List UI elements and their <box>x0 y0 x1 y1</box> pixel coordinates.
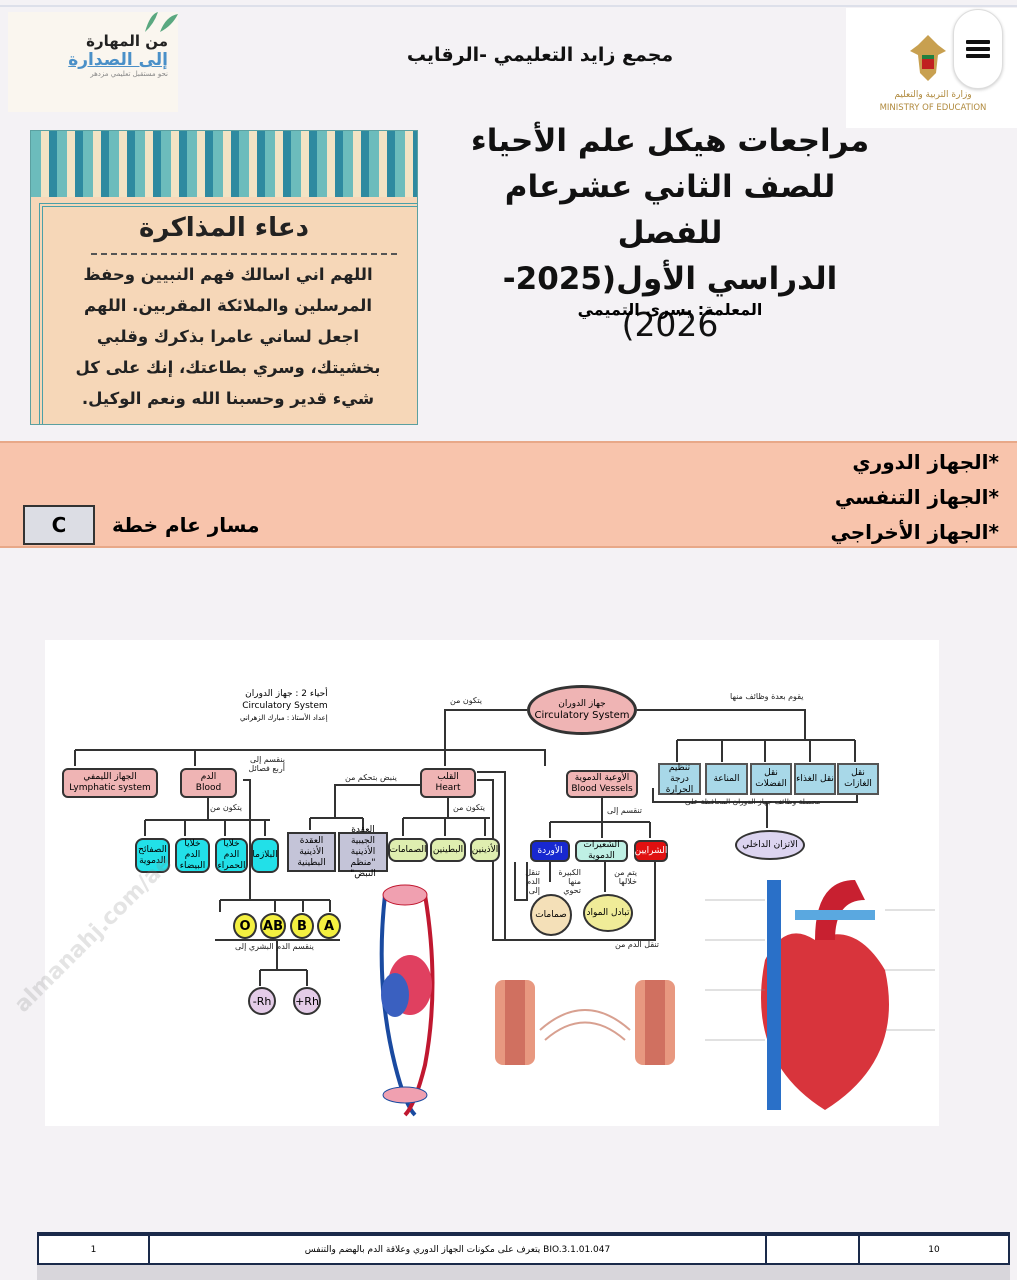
valves-node: صمامات <box>530 894 572 936</box>
unit-item: *الجهاز الدوري <box>852 450 999 474</box>
blood-type: B <box>290 913 314 939</box>
blood-type: A <box>317 913 341 939</box>
function-box: نقل الفضلات <box>750 763 792 795</box>
rh-factor: Rh+ <box>293 987 321 1015</box>
study-prayer-card: دعاء المذاكرة اللهم اني اسالك فهم النبيي… <box>30 130 418 425</box>
unit-item: *الجهاز الأخراجي <box>830 520 999 544</box>
table-next-row <box>37 1265 1010 1280</box>
outcome-table-row: 1 BIO.3.1.01.047 يتعرف على مكونات الجهاز… <box>37 1232 1010 1265</box>
heart-part: البطينين <box>430 838 466 862</box>
heart-part: الصمامات <box>388 838 428 862</box>
blood-vessels-illustration <box>495 980 675 1065</box>
veins-node: الأوردة <box>530 840 570 862</box>
units-band <box>0 441 1017 548</box>
function-box: المناعة <box>705 763 748 795</box>
blood-part: خلايا الدم البيضاء <box>175 838 210 873</box>
cell-number: 10 <box>928 1244 940 1255</box>
capillaries-node: الشعيرات الدموية <box>575 840 628 862</box>
cell-empty <box>767 1236 860 1263</box>
cell-outcome: BIO.3.1.01.047 يتعرف على مكونات الجهاز ا… <box>150 1236 767 1263</box>
school-slogan-logo: من المهارة إلى الصدارة نحو مستقبل تعليمي… <box>8 12 178 112</box>
top-divider <box>0 5 1017 7</box>
homeostasis-node: الاتزان الداخلي <box>735 830 805 860</box>
blood-part: البلازما <box>251 838 279 873</box>
function-box: نقل الغازات <box>837 763 879 795</box>
teacher-name: المعلمة: يسرى التميمي <box>577 300 763 319</box>
exchange-node: تبادل المواد <box>583 894 633 932</box>
cell-count: 1 <box>39 1236 150 1263</box>
units-list: *الجهاز الدوري *الجهاز التنفسي *الجهاز الأ… <box>830 445 999 550</box>
leaf-icon <box>145 12 178 32</box>
function-box: نقل الغذاء <box>794 763 836 795</box>
plan-label: مسار عام خطة <box>112 513 260 537</box>
blood-part: خلايا الدم الحمراء <box>215 838 248 873</box>
prayer-title: دعاء المذاكرة <box>139 213 309 243</box>
hamburger-icon <box>966 37 990 61</box>
unit-item: *الجهاز التنفسي <box>834 485 999 509</box>
circulation-illustration <box>379 884 435 1117</box>
rh-factor: Rh- <box>248 987 276 1015</box>
blood-type: O <box>233 913 257 939</box>
school-name: مجمع زايد التعليمي -الرقايب <box>406 44 674 66</box>
function-box: تنظيم درجة الحرارة <box>658 763 701 795</box>
node-av: العقدة الأذينية البطينية <box>287 832 336 872</box>
decorative-border <box>31 131 417 197</box>
heart-anatomy-illustration <box>705 880 935 1110</box>
arteries-node: الشرايين <box>634 840 668 862</box>
blood-type: AB <box>260 913 286 939</box>
connector-lines <box>74 709 858 986</box>
uae-emblem-icon <box>910 35 946 81</box>
plan-grade: C <box>23 505 95 545</box>
blood-part: الصفائح الدموية <box>135 838 170 873</box>
menu-button[interactable] <box>953 9 1003 89</box>
heart-part: الأذينين <box>470 838 500 862</box>
